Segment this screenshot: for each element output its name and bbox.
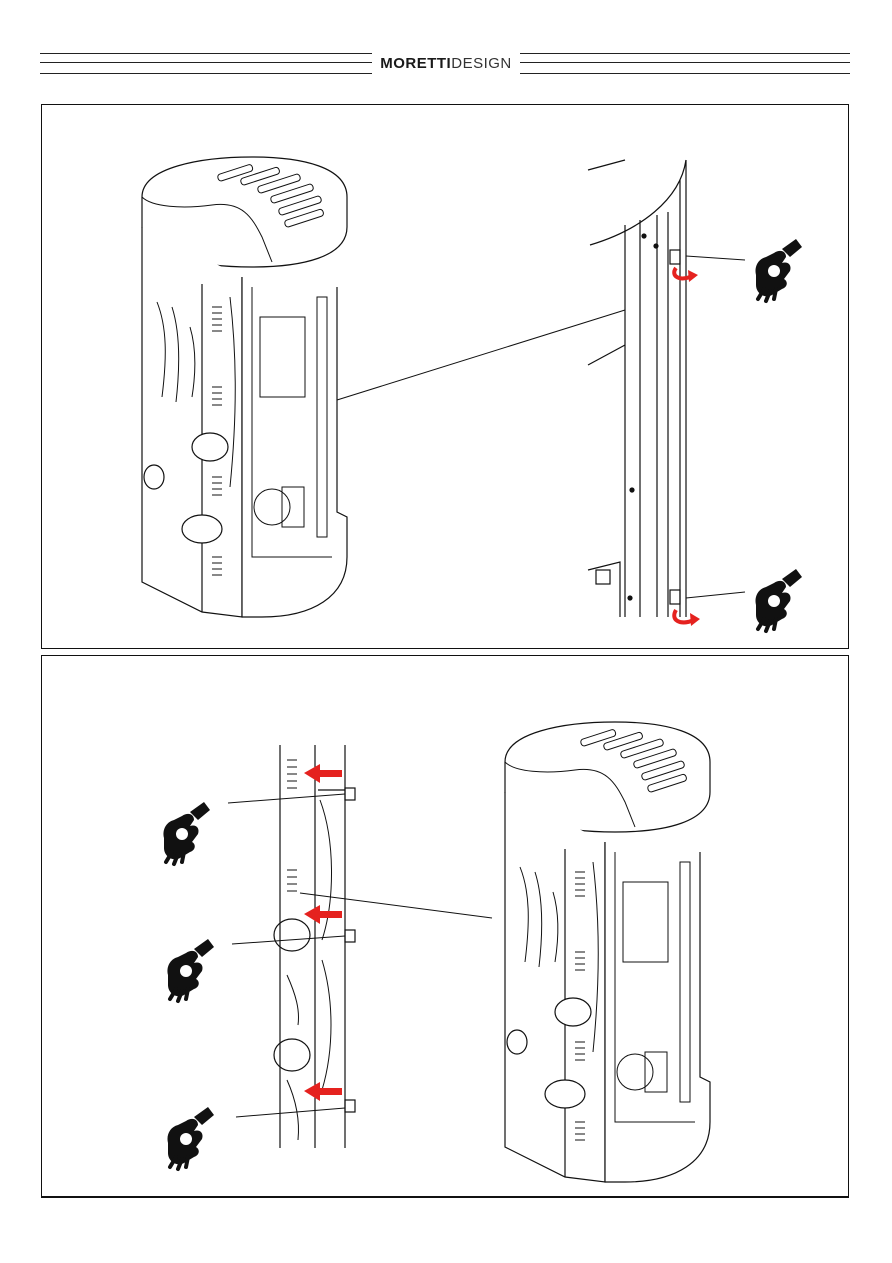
ok-hand-icon <box>163 802 210 864</box>
panel-1-stove-drawing <box>142 157 347 617</box>
callout-line <box>686 592 745 598</box>
left-arrow-icon <box>304 764 342 783</box>
left-arrow-icon <box>304 905 342 924</box>
ok-hand-icon <box>167 1107 214 1169</box>
ok-hand-icon <box>755 239 802 301</box>
callout-line <box>236 1108 345 1117</box>
panel-1-detail-side-panel <box>588 160 686 617</box>
rotate-arrow-icon <box>674 610 700 626</box>
callout-line <box>232 936 345 944</box>
ok-hand-icon <box>167 939 214 1001</box>
panel-2-stove-drawing <box>505 722 710 1182</box>
callout-line <box>228 794 345 803</box>
panel-1-callout-line <box>337 310 625 400</box>
ok-hand-icon <box>755 569 802 631</box>
callout-line <box>686 256 745 260</box>
